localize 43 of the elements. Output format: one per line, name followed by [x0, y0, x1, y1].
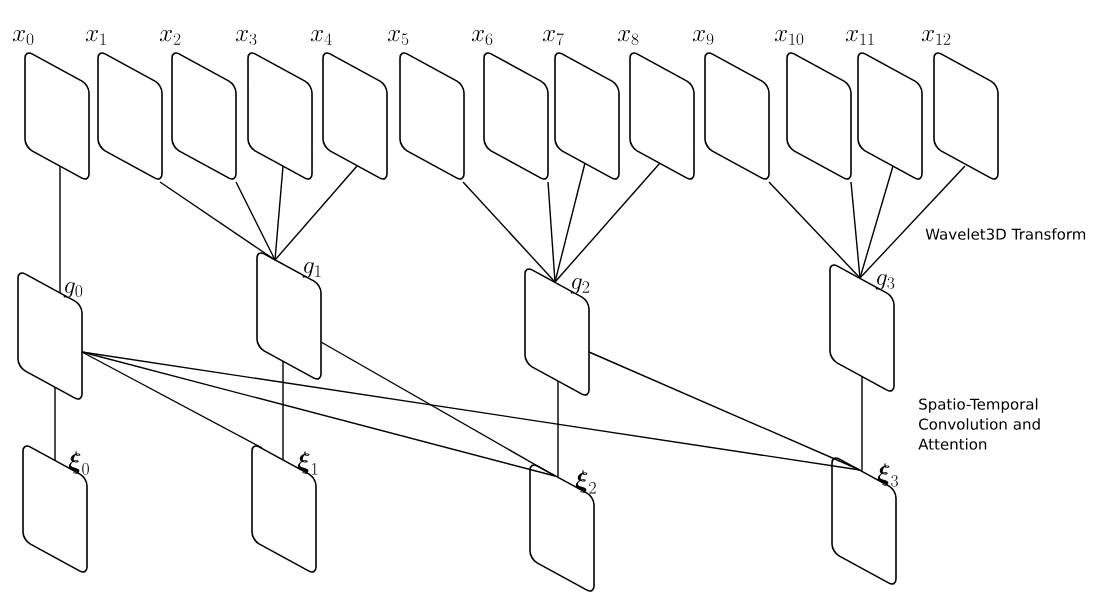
- connector-line: [861, 376, 863, 472]
- box-label: $g_{0}$: [63, 281, 83, 298]
- connector-line: [850, 181, 861, 279]
- box-label: $x_{0}$: [12, 30, 34, 46]
- box-label: $x_{4}$: [310, 30, 332, 45]
- box-label: $x_{3}$: [235, 30, 257, 46]
- connector-line: [235, 181, 276, 261]
- box-label: $\boldsymbol{\xi}_{0}$: [68, 451, 89, 475]
- box-label: $g_{3}$: [875, 273, 895, 290]
- connector-line: [462, 181, 556, 283]
- box-label: $x_{12}$: [921, 30, 951, 45]
- connector-line: [320, 341, 556, 477]
- box-label: $x_{11}$: [845, 30, 874, 45]
- box-label: $x_{1}$: [85, 30, 106, 45]
- box-label: $g_{1}$: [302, 261, 321, 278]
- box-label: $x_{7}$: [542, 30, 564, 46]
- connector-line: [282, 360, 284, 461]
- box-label: $\boldsymbol{\xi}_{2}$: [575, 470, 596, 494]
- box-label: $\boldsymbol{\xi}_{1}$: [297, 451, 318, 475]
- connector-line: [274, 165, 284, 261]
- box-label: $x_{5}$: [387, 30, 409, 46]
- connector-line: [159, 181, 276, 261]
- connector-line: [859, 165, 894, 279]
- connector-line: [768, 181, 861, 279]
- box-label: $x_{9}$: [692, 30, 714, 46]
- connector-line: [554, 162, 586, 283]
- annotation-text: Spatio-Temporal Convolution and Attention: [918, 398, 1040, 450]
- connector-line: [859, 165, 966, 279]
- connector-line: [557, 380, 559, 478]
- connector-line: [81, 351, 263, 449]
- box-label: $x_{2}$: [159, 30, 181, 45]
- connector-line: [588, 351, 861, 471]
- box-label: $\boldsymbol{\xi}_{3}$: [877, 463, 898, 487]
- box-label: $x_{10}$: [774, 30, 804, 46]
- connector-line: [554, 162, 661, 283]
- annotation-text: Wavelet3D Transform: [925, 228, 1086, 240]
- box-label: $x_{8}$: [617, 30, 639, 46]
- connector-line: [547, 181, 556, 283]
- connector-line: [274, 165, 358, 261]
- box-label: $x_{6}$: [471, 30, 493, 46]
- connector-line: [59, 165, 61, 294]
- connector-line: [54, 386, 56, 461]
- box-label: $g_{2}$: [570, 277, 590, 294]
